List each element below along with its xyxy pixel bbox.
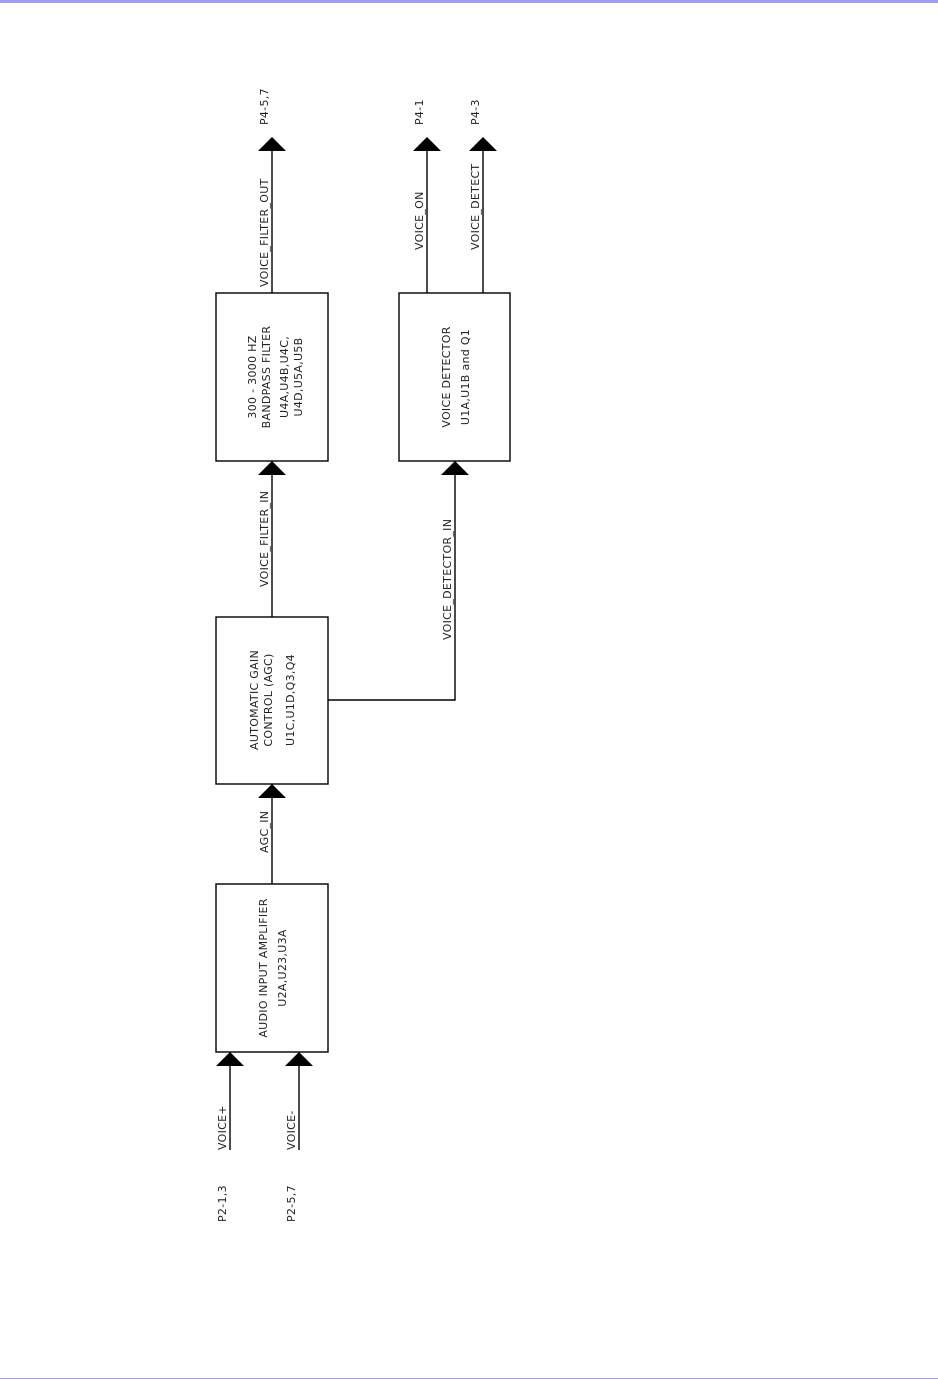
- p4-1-connector-label: P4-1: [413, 99, 426, 125]
- p4-1-arrow-icon: [413, 137, 441, 151]
- voice-detector-label-2: U1A,U1B and Q1: [459, 329, 472, 425]
- bandpass-label-4: U4D,U5A,U5B: [292, 338, 305, 417]
- voice-filter-in-arrow-icon: [258, 461, 286, 475]
- p4-3-arrow-icon: [469, 137, 497, 151]
- voice-filter-out-label: VOICE_FILTER_OUT: [258, 178, 271, 287]
- bottom-rule: [0, 1378, 938, 1379]
- p4-5-7-connector-label: P4-5,7: [258, 88, 271, 125]
- voice-plus-arrow-icon: [216, 1052, 244, 1066]
- p4-3-connector-label: P4-3: [469, 99, 482, 125]
- agc-in-arrow-icon: [258, 784, 286, 798]
- bandpass-label-3: U4A,U4B,U4C,: [278, 336, 291, 418]
- voice-minus-label: VOICE-: [285, 1110, 298, 1150]
- voice-detector-in-label: VOICE_DETECTOR_IN: [441, 519, 454, 640]
- p2-1-3-connector-label: P2-1,3: [216, 1185, 229, 1222]
- audio-amp-label-2: U2A,U23,U3A: [276, 929, 289, 1007]
- p4-5-7-arrow-icon: [258, 137, 286, 151]
- p2-5-7-connector-label: P2-5,7: [285, 1185, 298, 1222]
- bandpass-label-1: 300 - 3000 HZ: [246, 335, 259, 418]
- voice-plus-label: VOICE+: [216, 1105, 229, 1150]
- bandpass-label-2: BANDPASS FILTER: [260, 326, 273, 429]
- agc-label-3: U1C,U1D,Q3,Q4: [284, 654, 297, 746]
- agc-in-label: AGC_IN: [258, 811, 271, 853]
- agc-label-2: CONTROL (AGC): [262, 653, 275, 746]
- voice-detector-block: [399, 293, 510, 461]
- voice-minus-arrow-icon: [285, 1052, 313, 1066]
- voice-detector-in-wire: [328, 475, 455, 700]
- agc-label-1: AUTOMATIC GAIN: [248, 650, 261, 750]
- voice-filter-in-label: VOICE_FILTER_IN: [258, 491, 271, 587]
- audio-amp-label-1: AUDIO INPUT AMPLIFIER: [257, 898, 270, 1037]
- audio-input-amplifier-block: [216, 884, 328, 1052]
- voice-detector-in-arrow-icon: [441, 461, 469, 475]
- voice-detect-label: VOICE_DETECT: [469, 164, 482, 250]
- voice-on-label: VOICE_ON: [413, 191, 426, 250]
- voice-detector-label-1: VOICE DETECTOR: [440, 326, 453, 427]
